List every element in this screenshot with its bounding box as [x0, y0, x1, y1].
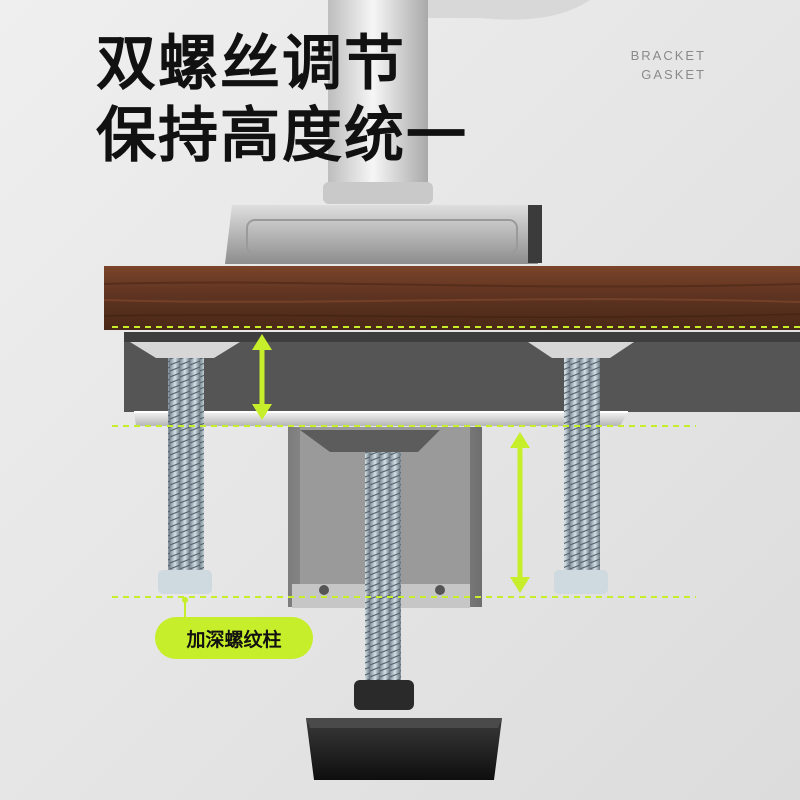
callout-pointer — [182, 597, 188, 618]
screw-left — [130, 342, 240, 594]
brand-line-1: BRACKET — [630, 48, 706, 63]
brand-line-2: GASKET — [641, 67, 706, 82]
desk-underside-shadow — [124, 332, 800, 412]
desk-top — [103, 266, 800, 330]
clamp-knob — [306, 680, 502, 780]
double-arrow-right — [510, 432, 530, 593]
clamp-base — [225, 205, 542, 264]
brand-mark: BRACKET GASKET — [631, 46, 706, 84]
monitor-arm-top — [323, 0, 590, 204]
headline: 双螺丝调节 保持高度统一 — [96, 28, 468, 172]
screw-right — [528, 342, 634, 594]
guide-lines — [112, 326, 800, 598]
double-arrow-left — [252, 334, 272, 420]
headline-line-2: 保持高度统一 — [96, 101, 468, 171]
support-plate — [134, 411, 628, 426]
thread-callout-label: 加深螺纹柱 — [155, 617, 313, 659]
clamp-screw — [365, 452, 401, 682]
headline-line-1: 双螺丝调节 — [96, 29, 406, 99]
